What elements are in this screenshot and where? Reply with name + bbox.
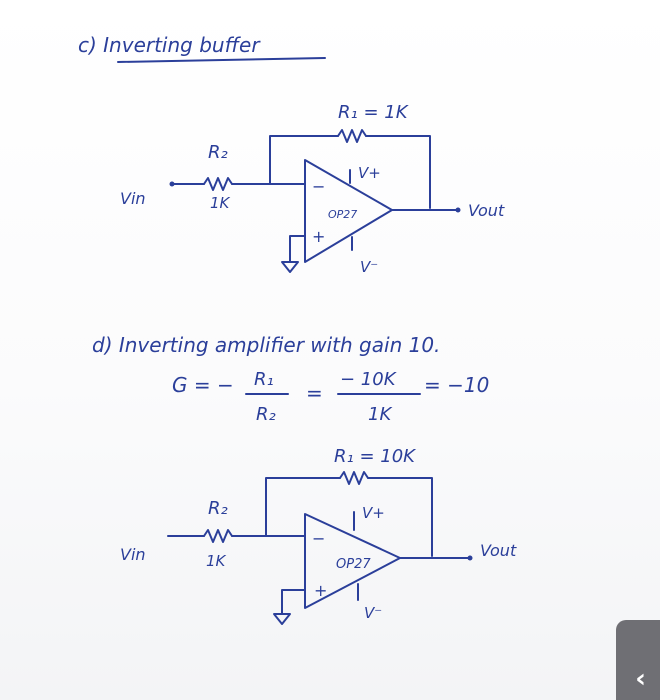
part-d-vout-node	[467, 555, 473, 561]
part-c-heading: c) Inverting buffer	[78, 33, 261, 57]
part-c-feedback-wire	[269, 135, 339, 185]
part-c-vin-label: Vin	[120, 189, 146, 208]
part-c-r2-label: R₂	[208, 142, 228, 163]
gain-equals: =	[306, 381, 323, 405]
part-c-feedback-wire-right	[365, 135, 431, 209]
part-d-heading: d) Inverting amplifier with gain 10.	[92, 333, 440, 357]
part-c-opamp-label: OP27	[328, 208, 357, 221]
part-c-r2-resistor	[203, 177, 233, 191]
part-d-r2-resistor	[203, 529, 233, 543]
part-c-ground-wire	[289, 235, 306, 263]
part-d-feedback-wire	[265, 477, 341, 537]
gain-lhs: G = −	[172, 373, 234, 397]
part-d-vout-label: Vout	[480, 541, 517, 560]
part-c-vplus-label: V+	[358, 164, 381, 182]
part-c-vout-node	[455, 207, 461, 213]
part-d-ground-wire	[281, 589, 306, 615]
part-d-minus-sign: −	[312, 529, 325, 548]
part-d-r2-value: 1K	[206, 552, 227, 570]
part-d-vminus-label: V⁻	[364, 604, 382, 622]
gain-den-1k: 1K	[368, 404, 392, 425]
part-d-plus-sign: +	[314, 581, 327, 600]
part-d-vin-label: Vin	[120, 545, 146, 564]
part-c-plus-sign: +	[312, 227, 325, 246]
part-d-opamp-label: OP27	[336, 557, 371, 572]
part-d-vplus-label: V+	[362, 504, 385, 522]
part-c-r1-resistor	[337, 129, 367, 143]
part-d-r1-label: R₁ = 10K	[334, 446, 416, 467]
part-d-opamp-triangle	[304, 513, 401, 609]
part-c-vminus-label: V⁻	[360, 258, 378, 276]
part-c-opamp-triangle	[304, 159, 393, 263]
gain-num-10k: − 10K	[340, 369, 397, 390]
part-c-r2-value: 1K	[210, 194, 231, 212]
part-c-minus-sign: −	[312, 177, 325, 196]
part-c-heading-underline	[117, 57, 326, 63]
page-nav-tab[interactable]: ‹	[616, 620, 660, 700]
part-d-r1-resistor	[339, 471, 369, 485]
gain-den-r2: R₂	[256, 404, 276, 425]
part-d-feedback-wire-right	[367, 477, 433, 557]
part-c-vout-label: Vout	[468, 201, 505, 220]
part-c-r1-label: R₁ = 1K	[338, 102, 409, 123]
part-d-r2-label: R₂	[208, 498, 228, 519]
part-d-ground-symbol	[273, 613, 291, 625]
gain-num-r1: R₁	[254, 369, 274, 390]
gain-result: = −10	[424, 373, 489, 397]
part-c-ground-symbol	[281, 261, 299, 273]
chevron-left-icon: ‹	[635, 664, 646, 694]
